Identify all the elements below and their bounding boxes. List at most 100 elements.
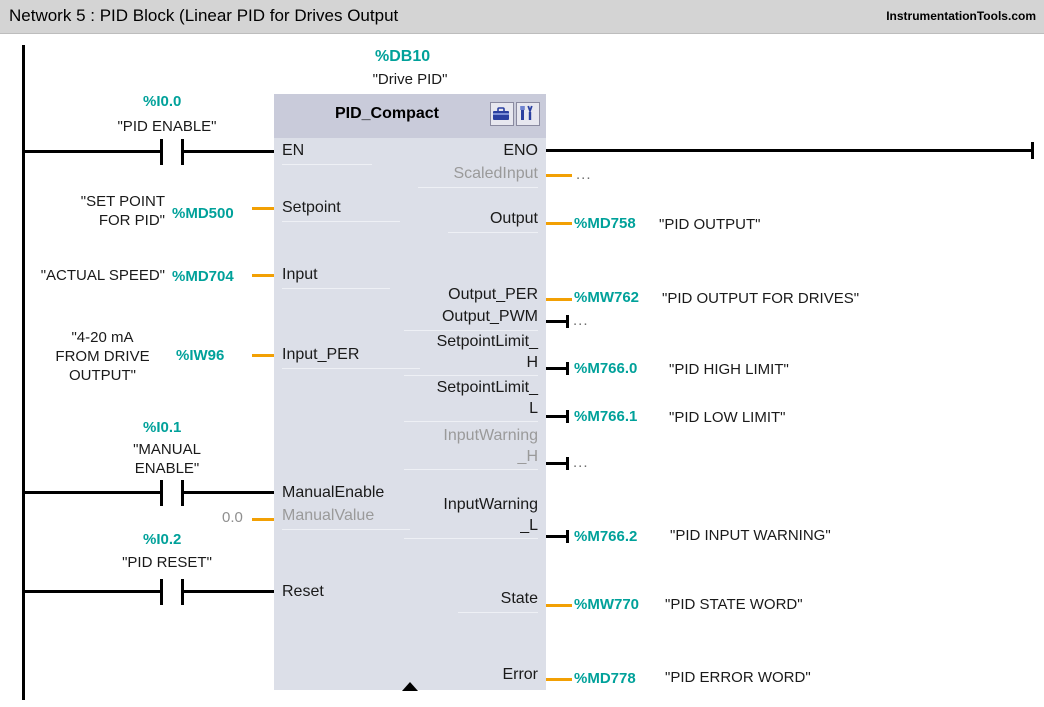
input-symbol-reset[interactable]: "PID RESET" bbox=[122, 554, 212, 571]
wire-setpoint-limit-l-cap bbox=[566, 410, 569, 423]
wire-manual-value bbox=[252, 518, 278, 521]
port-eno[interactable]: ENO bbox=[503, 142, 538, 159]
port-manual-enable[interactable]: ManualEnable bbox=[282, 484, 385, 501]
block-title-bar: PID_Compact bbox=[274, 94, 546, 138]
input-address-en[interactable]: %I0.0 bbox=[143, 93, 182, 110]
port-state[interactable]: State bbox=[500, 590, 538, 607]
port-separator bbox=[404, 469, 538, 470]
port-scaled-input[interactable]: ScaledInput bbox=[453, 165, 538, 182]
contact-manual-enable[interactable] bbox=[160, 480, 184, 506]
left-power-rail bbox=[22, 45, 25, 700]
port-input-per[interactable]: Input_PER bbox=[282, 346, 360, 363]
wire-setpoint bbox=[252, 207, 278, 210]
wire-setpoint-limit-h bbox=[546, 367, 568, 370]
output-symbol-setpoint-limit-h[interactable]: "PID HIGH LIMIT" bbox=[669, 361, 789, 378]
output-symbol-error[interactable]: "PID ERROR WORD" bbox=[665, 669, 811, 686]
port-en[interactable]: EN bbox=[282, 142, 305, 159]
output-symbol-state[interactable]: "PID STATE WORD" bbox=[665, 596, 803, 613]
rung-wire-manual-left bbox=[22, 491, 162, 494]
input-symbol-manual-enable[interactable]: "MANUAL ENABLE" bbox=[133, 441, 201, 477]
wire-input-warning-h bbox=[546, 462, 568, 465]
expand-triangle-icon[interactable] bbox=[402, 682, 418, 691]
output-address-error[interactable]: %MD778 bbox=[574, 670, 636, 687]
input-address-input-per[interactable]: %IW96 bbox=[176, 347, 225, 364]
input-symbol-en[interactable]: "PID ENABLE" bbox=[117, 118, 217, 135]
input-address-reset[interactable]: %I0.2 bbox=[143, 531, 182, 548]
input-address-input[interactable]: %MD704 bbox=[172, 268, 234, 285]
port-separator bbox=[404, 421, 538, 422]
output-address-output-per[interactable]: %MW762 bbox=[574, 289, 640, 306]
wire-input-warning-l-cap bbox=[566, 530, 569, 543]
port-separator bbox=[404, 538, 538, 539]
port-output[interactable]: Output bbox=[489, 210, 538, 227]
port-input-warning-l[interactable]: InputWarning _L bbox=[443, 496, 538, 534]
network-header: Network 5 : PID Block (Linear PID for Dr… bbox=[0, 0, 1044, 34]
rung-wire-reset-right bbox=[182, 590, 276, 593]
rung-wire-reset-left bbox=[22, 590, 162, 593]
block-icon-group bbox=[490, 102, 540, 126]
port-separator bbox=[282, 221, 400, 222]
port-separator bbox=[282, 288, 390, 289]
block-title: PID_Compact bbox=[334, 105, 440, 122]
port-separator bbox=[448, 232, 538, 233]
input-address-manual-enable[interactable]: %I0.1 bbox=[143, 419, 182, 436]
wire-scaled-input bbox=[546, 174, 572, 177]
port-separator bbox=[404, 375, 538, 376]
block-db-symbol[interactable]: "Drive PID" bbox=[372, 71, 448, 88]
output-address-input-warning-l[interactable]: %M766.2 bbox=[574, 528, 638, 545]
output-address-setpoint-limit-h[interactable]: %M766.0 bbox=[574, 360, 638, 377]
wire-input-warning-l bbox=[546, 535, 568, 538]
contact-pid-reset[interactable] bbox=[160, 579, 184, 605]
port-separator bbox=[282, 368, 420, 369]
port-manual-value[interactable]: ManualValue bbox=[282, 507, 375, 524]
output-unwired-scaled-input[interactable]: ... bbox=[576, 166, 592, 183]
toolbox-icon[interactable] bbox=[490, 102, 514, 126]
input-symbol-input-per[interactable]: "4-20 mA FROM DRIVE OUTPUT" bbox=[55, 329, 150, 384]
port-separator bbox=[458, 612, 538, 613]
wire-output bbox=[546, 222, 572, 225]
port-separator bbox=[282, 529, 410, 530]
port-error[interactable]: Error bbox=[502, 666, 538, 683]
output-symbol-input-warning-l[interactable]: "PID INPUT WARNING" bbox=[670, 527, 831, 544]
block-db-address[interactable]: %DB10 bbox=[375, 48, 431, 65]
contact-pid-enable[interactable] bbox=[160, 139, 184, 165]
input-symbol-setpoint[interactable]: "SET POINT FOR PID" bbox=[80, 193, 165, 229]
wire-state bbox=[546, 604, 572, 607]
port-setpoint-limit-l[interactable]: SetpointLimit_ L bbox=[436, 379, 538, 417]
wire-error bbox=[546, 678, 572, 681]
port-reset[interactable]: Reset bbox=[282, 583, 324, 600]
output-address-setpoint-limit-l[interactable]: %M766.1 bbox=[574, 408, 638, 425]
rung-wire-manual-right bbox=[182, 491, 276, 494]
input-symbol-input[interactable]: "ACTUAL SPEED" bbox=[40, 267, 165, 284]
port-input-warning-h[interactable]: InputWarning _H bbox=[443, 427, 538, 465]
rung-wire-en-right bbox=[182, 150, 276, 153]
output-symbol-setpoint-limit-l[interactable]: "PID LOW LIMIT" bbox=[669, 409, 786, 426]
wire-setpoint-limit-l bbox=[546, 415, 568, 418]
output-symbol-output-per[interactable]: "PID OUTPUT FOR DRIVES" bbox=[662, 290, 860, 307]
output-unwired-output-pwm[interactable]: ... bbox=[573, 312, 589, 329]
port-output-per[interactable]: Output_PER bbox=[448, 286, 538, 303]
output-address-output[interactable]: %MD758 bbox=[574, 215, 636, 232]
wire-input-warning-h-cap bbox=[566, 457, 569, 470]
output-symbol-output[interactable]: "PID OUTPUT" bbox=[659, 216, 761, 233]
input-address-setpoint[interactable]: %MD500 bbox=[172, 205, 234, 222]
output-unwired-input-warning-h[interactable]: ... bbox=[573, 454, 589, 471]
wire-eno bbox=[546, 149, 1034, 152]
wire-output-pwm-cap bbox=[566, 315, 569, 328]
output-address-state[interactable]: %MW770 bbox=[574, 596, 640, 613]
port-setpoint-limit-h[interactable]: SetpointLimit_ H bbox=[436, 333, 538, 371]
port-separator bbox=[404, 330, 538, 331]
page-title: Network 5 : PID Block (Linear PID for Dr… bbox=[9, 6, 399, 25]
watermark: InstrumentationTools.com bbox=[886, 9, 1036, 23]
port-setpoint[interactable]: Setpoint bbox=[282, 199, 341, 216]
tools-icon[interactable] bbox=[516, 102, 540, 126]
wire-output-pwm bbox=[546, 320, 568, 323]
port-input[interactable]: Input bbox=[282, 266, 318, 283]
wire-output-per bbox=[546, 298, 572, 301]
input-value-manual-value[interactable]: 0.0 bbox=[222, 509, 243, 526]
port-output-pwm[interactable]: Output_PWM bbox=[441, 308, 538, 325]
port-separator bbox=[282, 164, 372, 165]
pid-compact-block[interactable]: PID_Compact bbox=[274, 94, 546, 691]
wire-input-per bbox=[252, 354, 278, 357]
